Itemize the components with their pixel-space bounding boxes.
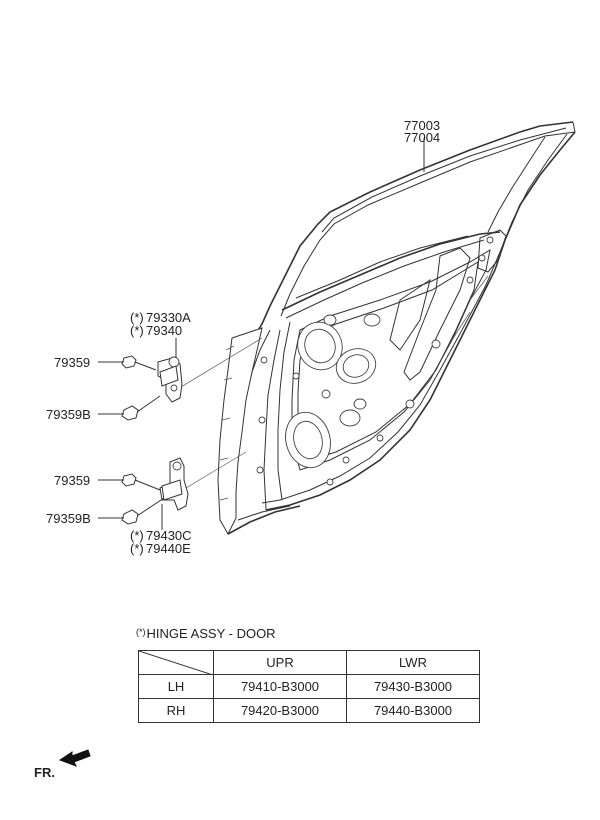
label-bolt-upper-b: 79359B (46, 407, 91, 422)
column-header-upr: UPR (213, 650, 347, 675)
front-label: FR. (34, 765, 55, 780)
table-header-row: UPR LWR (138, 650, 480, 675)
lower-hinge (159, 457, 189, 511)
marker-upper-1: (*) (130, 310, 144, 325)
label-lower-hinge-1: 79430C (146, 528, 192, 543)
table-corner-cell (138, 650, 214, 675)
label-door-2: 77004 (404, 130, 440, 145)
label-bolt-upper-a: 79359 (54, 355, 90, 370)
front-arrow-icon (58, 749, 91, 767)
label-bolt-lower-b: 79359B (46, 511, 91, 526)
cell-rh-upr: 79420-B3000 (213, 698, 347, 723)
label-upper-hinge-2: 79340 (146, 323, 182, 338)
legend-title: HINGE ASSY - DOOR (146, 626, 276, 641)
table-row: RH 79420-B3000 79440-B3000 (138, 698, 480, 723)
label-door-1: 77003 (404, 118, 440, 133)
bolt-upper-a (121, 355, 157, 371)
column-header-lwr: LWR (346, 650, 480, 675)
hinge-parts-table: UPR LWR LH 79410-B3000 79430-B3000 RH 79… (138, 650, 480, 723)
corner-diagonal (139, 651, 213, 675)
table-row: LH 79410-B3000 79430-B3000 (138, 674, 480, 699)
marker-upper-2: (*) (130, 323, 144, 338)
label-bolt-lower-a: 79359 (54, 473, 90, 488)
bolt-lower-a (121, 473, 161, 491)
label-lower-hinge-2: 79440E (146, 541, 191, 556)
bolt-upper-b (121, 395, 161, 421)
hinge-legend: (*)HINGE ASSY - DOOR (136, 626, 276, 641)
cell-rh-lwr: 79440-B3000 (346, 698, 480, 723)
legend-marker: (*) (136, 627, 146, 637)
cell-lh-upr: 79410-B3000 (213, 674, 347, 699)
cell-lh-lwr: 79430-B3000 (346, 674, 480, 699)
upper-hinge-leader (175, 337, 263, 391)
row-label-lh: LH (138, 674, 214, 699)
bolt-lower-b (121, 497, 165, 525)
lower-hinge-leader (185, 451, 247, 489)
row-label-rh: RH (138, 698, 214, 723)
marker-lower-2: (*) (130, 541, 144, 556)
upper-hinge (157, 356, 183, 403)
rear-door-assembly (217, 121, 576, 536)
marker-lower-1: (*) (130, 528, 144, 543)
label-upper-hinge-1: 79330A (146, 310, 191, 325)
